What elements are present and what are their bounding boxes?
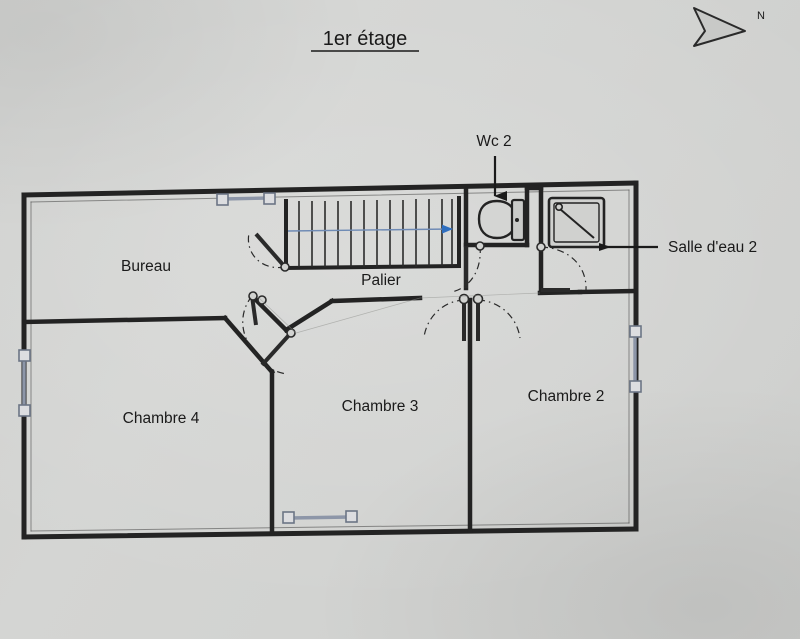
callout-label-wc2: Wc 2 bbox=[476, 133, 511, 150]
shower-diagonal-icon bbox=[559, 208, 595, 239]
door-chambre4 bbox=[252, 328, 296, 375]
wall-north bbox=[21, 180, 639, 198]
door-swing-arc bbox=[242, 295, 254, 351]
door-hinge bbox=[536, 242, 546, 252]
door-hinge bbox=[458, 293, 470, 305]
door-hinge bbox=[472, 293, 484, 305]
stair-direction-arrow-icon bbox=[287, 224, 453, 234]
door-hinge bbox=[248, 291, 258, 301]
room-label-chambre-2: Chambre 2 bbox=[528, 388, 605, 405]
window-right-wall bbox=[629, 325, 642, 393]
page-title: 1er étage bbox=[311, 28, 419, 52]
compass-north-icon: N bbox=[693, 7, 765, 47]
wall-bureau-south bbox=[21, 315, 228, 325]
wall-palier-angle bbox=[282, 297, 336, 334]
toilet-bowl-icon bbox=[477, 199, 518, 240]
door-swing-arc bbox=[451, 245, 481, 293]
door-swing-arc bbox=[247, 232, 286, 269]
door-swing-arc bbox=[252, 349, 288, 375]
door-hinge bbox=[286, 328, 296, 338]
door-chambre3 bbox=[423, 293, 470, 341]
wall-structure bbox=[21, 180, 639, 540]
door-bureau-upper bbox=[247, 232, 290, 272]
door-leaf bbox=[254, 232, 287, 269]
door-leaf bbox=[260, 332, 292, 367]
door-bureau-lower bbox=[242, 291, 267, 351]
door-hinge bbox=[475, 241, 485, 251]
construction-guide-line bbox=[257, 292, 541, 334]
room-label-palier: Palier bbox=[361, 272, 401, 289]
windows bbox=[18, 192, 642, 524]
door-wc2 bbox=[451, 241, 485, 293]
room-label-chambre-3: Chambre 3 bbox=[342, 398, 419, 415]
north-label: N bbox=[757, 10, 765, 22]
room-label-chambre-4: Chambre 4 bbox=[123, 410, 200, 427]
wall-south bbox=[21, 526, 639, 540]
window-left-wall bbox=[18, 349, 31, 417]
interior-walls bbox=[21, 185, 639, 536]
doors bbox=[242, 232, 587, 375]
door-swing-arc bbox=[477, 299, 521, 339]
north-arrow-icon bbox=[693, 7, 746, 47]
door-leaf bbox=[250, 295, 258, 326]
callouts: Wc 2 Salle d'eau 2 bbox=[476, 133, 757, 256]
window-bureau-top bbox=[216, 192, 276, 206]
page-title-text: 1er étage bbox=[323, 28, 408, 50]
stairwell-walls bbox=[283, 196, 462, 271]
callout-salle-deau-2: Salle d'eau 2 bbox=[599, 239, 757, 256]
shower-tray-fixture bbox=[547, 196, 606, 249]
stair-treads bbox=[298, 199, 453, 267]
room-labels: Bureau Palier Chambre 4 Chambre 3 Chambr… bbox=[121, 258, 604, 427]
wall-palier-south bbox=[329, 295, 423, 304]
room-label-bureau: Bureau bbox=[121, 258, 171, 275]
callout-wc2: Wc 2 bbox=[476, 133, 512, 201]
wall-palier-east-stub bbox=[537, 289, 583, 296]
exterior-walls bbox=[21, 180, 639, 540]
door-salle-deau-2 bbox=[536, 242, 587, 292]
door-swing-arc bbox=[423, 299, 465, 338]
door-hinge bbox=[280, 262, 290, 272]
door-swing-arc bbox=[540, 246, 587, 291]
door-chambre2 bbox=[472, 293, 521, 341]
toilet-flush-icon bbox=[515, 218, 519, 222]
shower-drain-icon bbox=[554, 203, 563, 212]
wall-chambre2-north bbox=[577, 288, 639, 295]
wall-inner-offset bbox=[30, 189, 630, 532]
wall-bureau-angle-upper bbox=[248, 292, 290, 334]
door-hinge bbox=[257, 295, 267, 305]
callout-label-salle-deau-2: Salle d'eau 2 bbox=[668, 239, 757, 256]
staircase bbox=[287, 199, 453, 267]
window-bottom-wall bbox=[282, 510, 358, 524]
wc-toilet-fixture bbox=[477, 198, 526, 242]
wall-stair-south bbox=[283, 263, 462, 271]
shower-tray-inner-icon bbox=[553, 202, 600, 243]
